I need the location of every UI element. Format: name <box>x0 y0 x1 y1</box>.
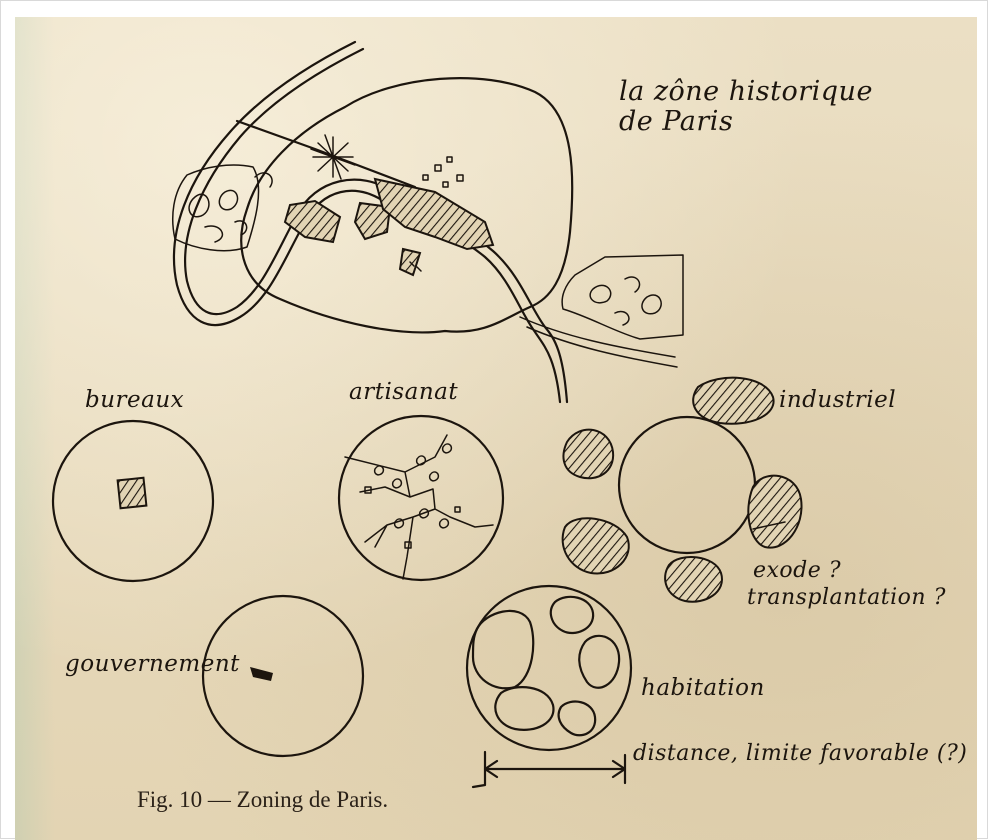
industriel-label: industriel <box>779 387 896 413</box>
historic-zone-right <box>375 179 493 249</box>
gouvernement-core <box>250 667 273 681</box>
paris-map <box>173 42 683 402</box>
historic-zone-line-1: la zône historique <box>619 77 873 107</box>
industrial-zone-2 <box>563 430 613 479</box>
industrial-zone-4 <box>563 518 629 573</box>
bureaux-core <box>118 478 147 509</box>
habitation-label: habitation <box>641 675 765 701</box>
habitation-zone-2 <box>551 597 593 633</box>
exode-line-2: transplantation ? <box>747 584 946 611</box>
artisanat-group <box>339 416 503 580</box>
industrial-zone-1 <box>693 378 773 424</box>
distance-label: distance, limite favorable (?) <box>633 741 967 766</box>
artisanat-label: artisanat <box>349 379 458 405</box>
figure-caption: Fig. 10 — Zoning de Paris. <box>137 787 388 813</box>
bureaux-label: bureaux <box>85 387 184 413</box>
historic-zone-label: la zône historique de Paris <box>619 77 873 137</box>
distance-arrow <box>473 752 625 787</box>
habitation-group <box>467 586 631 750</box>
artisanat-circle <box>339 416 503 580</box>
industrial-zone-5 <box>665 557 722 602</box>
gouvernement-label: gouvernement <box>65 651 240 677</box>
habitation-zone-1 <box>473 611 533 688</box>
habitation-circle <box>467 586 631 750</box>
habitation-zone-3 <box>579 636 619 688</box>
zoning-sketch <box>15 17 977 840</box>
industrial-zone-3 <box>748 476 801 548</box>
bois-de-vincennes <box>562 255 683 339</box>
historic-zone-line-2: de Paris <box>619 107 873 137</box>
exode-label: exode ? transplantation ? <box>747 557 946 611</box>
industriel-circle <box>619 417 755 553</box>
exode-line-1: exode ? <box>747 557 946 584</box>
sketch-page: la zône historique de Paris bureaux arti… <box>15 17 977 840</box>
habitation-zone-5 <box>559 702 596 736</box>
habitation-zone-4 <box>495 687 553 730</box>
historic-zone-left <box>285 201 340 242</box>
etoile-star-icon <box>311 135 355 179</box>
